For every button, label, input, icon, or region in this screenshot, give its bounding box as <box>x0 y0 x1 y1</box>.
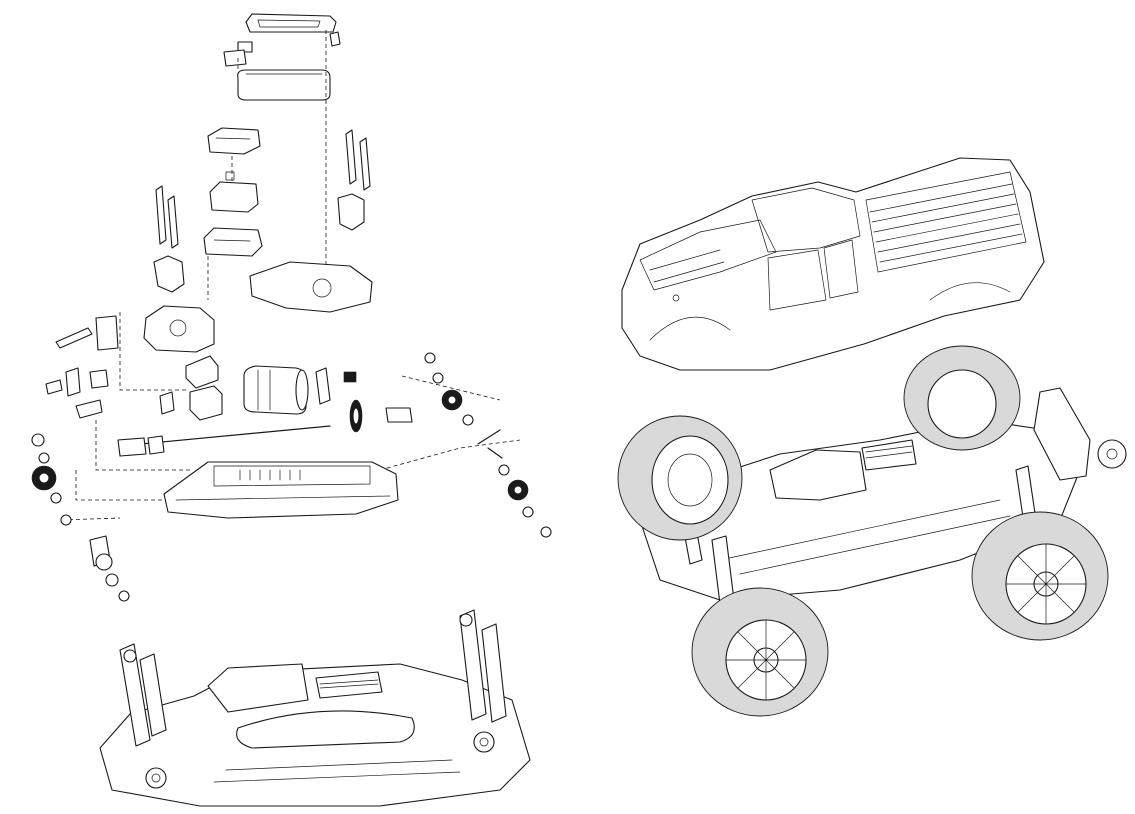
motor <box>243 365 357 415</box>
driveshaft <box>117 425 331 457</box>
gearbox-halves <box>143 261 373 353</box>
servo-links <box>45 315 119 419</box>
esc-unit <box>203 227 263 257</box>
assembly-guide-lines <box>61 30 521 521</box>
front-left-wheel <box>617 415 743 541</box>
front-right-wheel <box>691 587 829 717</box>
truck-body-panel <box>621 157 1045 371</box>
body-post-clip <box>223 31 341 67</box>
shock-towers <box>153 193 365 293</box>
rear-hub-assembly <box>424 352 552 538</box>
body-posts <box>155 129 371 249</box>
chassis-tub-exploded <box>163 461 399 519</box>
rear-right-wheel <box>971 511 1109 641</box>
rear-left-wheel <box>903 345 1021 451</box>
battery-pack <box>237 69 331 101</box>
servo <box>159 355 223 421</box>
exploded-chassis-panel <box>31 13 552 602</box>
assembled-chassis-panel <box>99 609 531 807</box>
receiver-cover <box>207 127 261 155</box>
complete-chassis-panel <box>617 345 1127 717</box>
battery-strap <box>245 13 337 33</box>
receiver <box>209 171 259 213</box>
spur-gear <box>349 399 413 433</box>
front-hub-assembly <box>31 433 130 602</box>
